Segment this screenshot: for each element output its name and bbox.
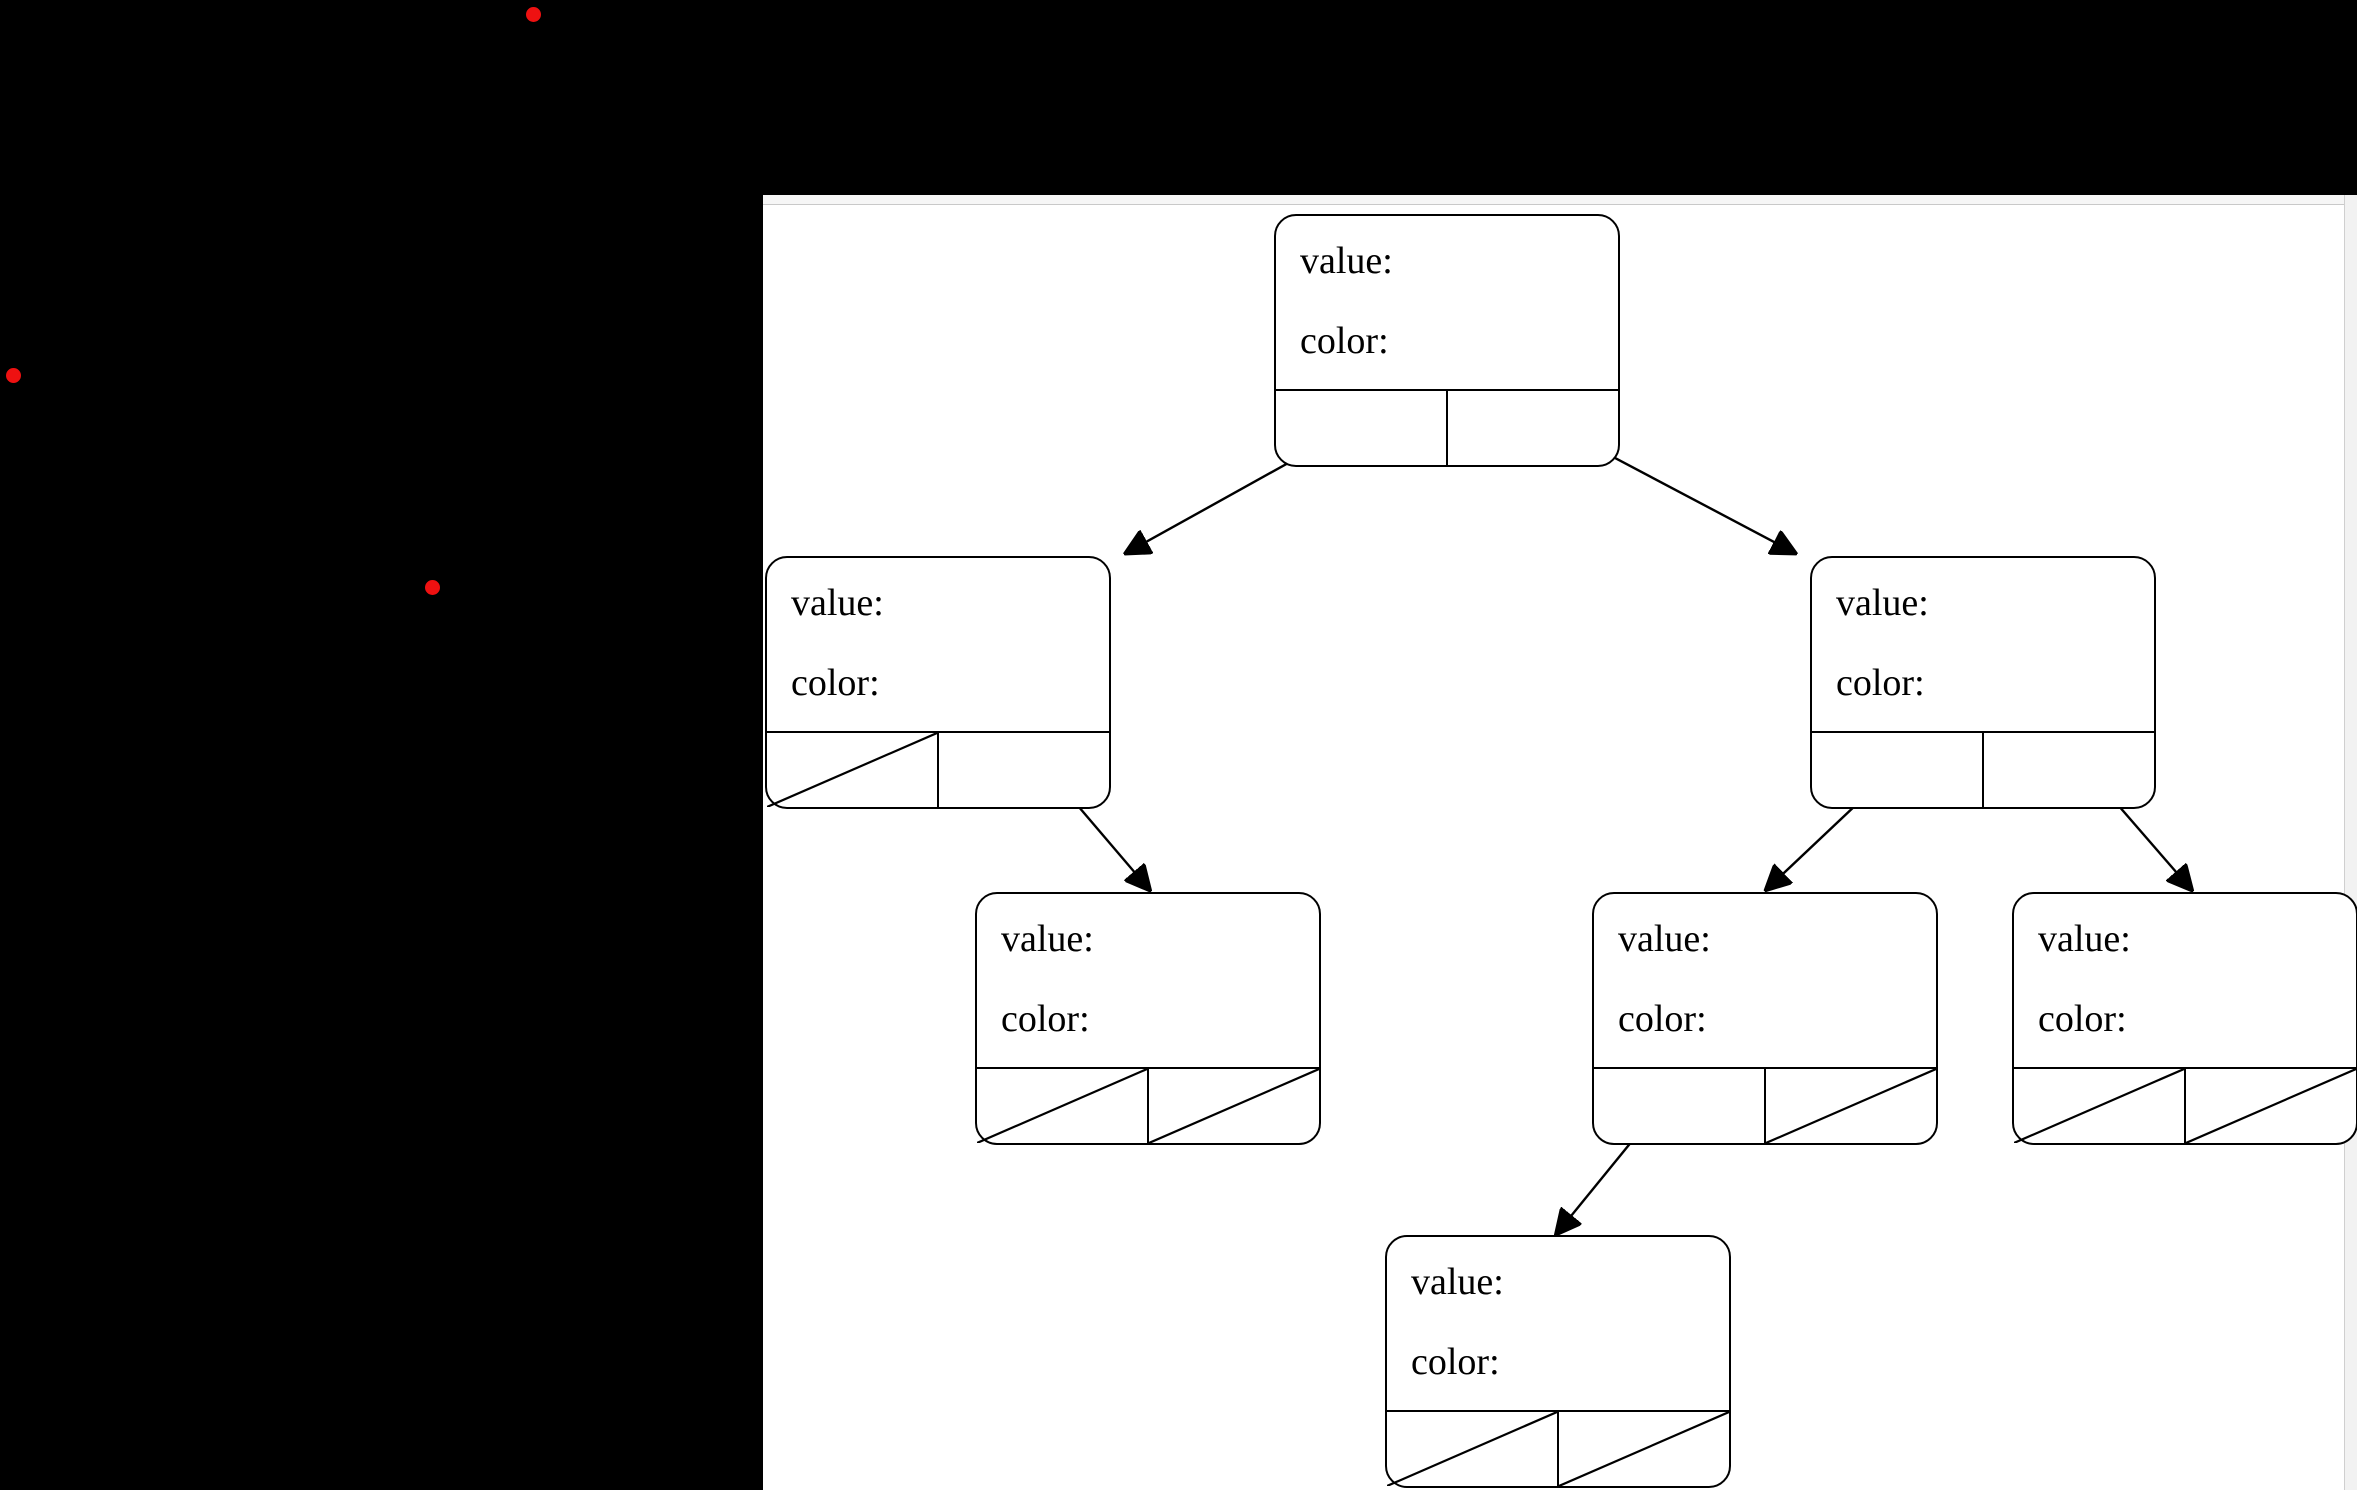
node-fields: value: color: — [977, 894, 1319, 1067]
tree-node-left-right-grandchild[interactable]: value: color: — [975, 892, 1321, 1145]
node-left-pointer-cell[interactable] — [1387, 1412, 1559, 1486]
node-fields: value: color: — [1387, 1237, 1729, 1410]
node-color-label: color: — [2038, 998, 2127, 1040]
node-fields: value: color: — [1276, 216, 1618, 389]
node-fields: value: color: — [767, 558, 1109, 731]
tree-node-right-left-grandchild[interactable]: value: color: — [1592, 892, 1938, 1145]
nil-pointer-slash-icon — [1149, 1069, 1319, 1143]
node-right-pointer-cell[interactable] — [2186, 1069, 2356, 1143]
tree-node-right-child[interactable]: value: color: — [1810, 556, 2156, 809]
node-right-pointer-cell[interactable] — [1448, 391, 1618, 465]
node-pointer-row — [1812, 731, 2154, 807]
node-color-label: color: — [791, 662, 880, 704]
node-color-label: color: — [1836, 662, 1925, 704]
nil-pointer-slash-icon — [2186, 1069, 2356, 1143]
node-pointer-row — [1594, 1067, 1936, 1143]
node-color-label: color: — [1411, 1341, 1500, 1383]
node-pointer-row — [2014, 1067, 2356, 1143]
nil-pointer-slash-icon — [1559, 1412, 1729, 1486]
node-right-pointer-cell[interactable] — [1559, 1412, 1729, 1486]
node-left-pointer-cell[interactable] — [1594, 1069, 1766, 1143]
nil-pointer-slash-icon — [2014, 1069, 2184, 1143]
vertical-scrollbar[interactable] — [2344, 195, 2357, 1490]
node-value-label: value: — [1411, 1261, 1504, 1303]
node-right-pointer-cell[interactable] — [1984, 733, 2154, 807]
diagram-canvas[interactable]: value:color:value:color:value:color:valu… — [763, 204, 2357, 1490]
nil-pointer-slash-icon — [1387, 1412, 1557, 1486]
nil-pointer-slash-icon — [767, 733, 937, 807]
marker-dot-left — [6, 368, 21, 383]
node-left-pointer-cell[interactable] — [767, 733, 939, 807]
node-value-label: value: — [1300, 240, 1393, 282]
node-color-label: color: — [1618, 998, 1707, 1040]
node-color-label: color: — [1300, 320, 1389, 362]
node-value-label: value: — [1836, 582, 1929, 624]
node-color-label: color: — [1001, 998, 1090, 1040]
document-viewport[interactable]: value:color:value:color:value:color:valu… — [763, 195, 2357, 1490]
nil-pointer-slash-icon — [977, 1069, 1147, 1143]
tree-node-root[interactable]: value: color: — [1274, 214, 1620, 467]
tree-node-right-right-grandchild[interactable]: value: color: — [2012, 892, 2357, 1145]
node-pointer-row — [1276, 389, 1618, 465]
nil-pointer-slash-icon — [1766, 1069, 1936, 1143]
node-value-label: value: — [2038, 918, 2131, 960]
node-left-pointer-cell[interactable] — [1276, 391, 1448, 465]
tree-node-deepest-leaf[interactable]: value: color: — [1385, 1235, 1731, 1488]
node-left-pointer-cell[interactable] — [1812, 733, 1984, 807]
node-value-label: value: — [1001, 918, 1094, 960]
marker-dot-top — [526, 7, 541, 22]
node-fields: value: color: — [2014, 894, 2356, 1067]
node-fields: value: color: — [1594, 894, 1936, 1067]
node-value-label: value: — [1618, 918, 1711, 960]
node-left-pointer-cell[interactable] — [977, 1069, 1149, 1143]
node-pointer-row — [1387, 1410, 1729, 1486]
node-fields: value: color: — [1812, 558, 2154, 731]
node-right-pointer-cell[interactable] — [1766, 1069, 1936, 1143]
node-pointer-row — [977, 1067, 1319, 1143]
node-pointer-row — [767, 731, 1109, 807]
tree-node-left-child[interactable]: value: color: — [765, 556, 1111, 809]
node-right-pointer-cell[interactable] — [1149, 1069, 1319, 1143]
marker-dot-middle — [425, 580, 440, 595]
node-right-pointer-cell[interactable] — [939, 733, 1109, 807]
node-value-label: value: — [791, 582, 884, 624]
document-topbar — [763, 195, 2357, 205]
node-left-pointer-cell[interactable] — [2014, 1069, 2186, 1143]
